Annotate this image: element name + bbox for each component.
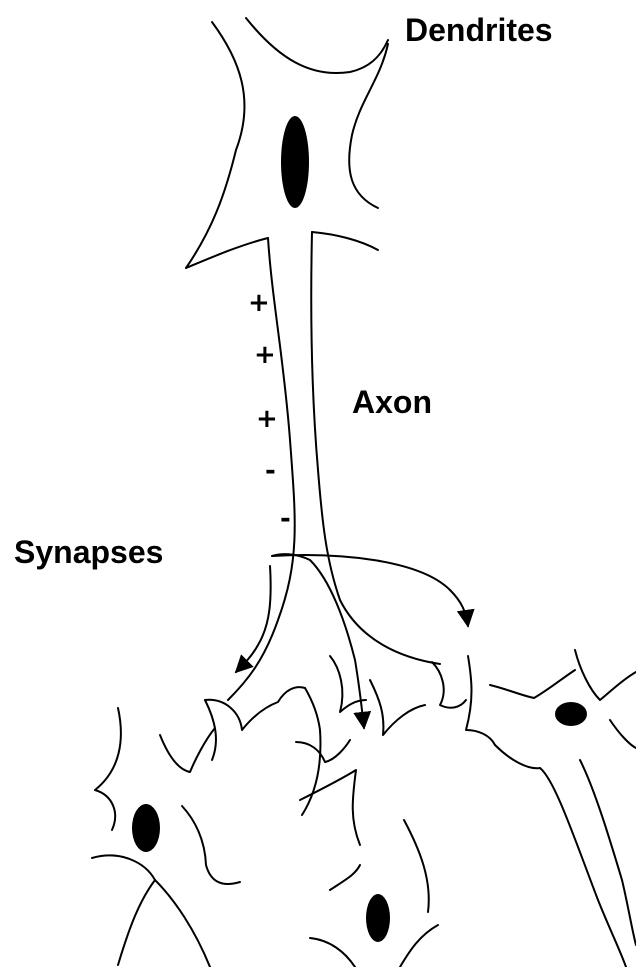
synapse-arrows [236, 554, 468, 728]
lower-left-neuron [92, 687, 320, 967]
lower-middle-nucleus [366, 894, 390, 942]
charge-sign: - [280, 506, 291, 532]
charge-sign: + [248, 290, 270, 316]
label-dendrites: Dendrites [405, 14, 553, 46]
label-synapses: Synapses [14, 536, 163, 568]
lower-middle-neuron [296, 656, 438, 967]
label-axon: Axon [352, 386, 432, 418]
main-nucleus [281, 116, 309, 208]
right-neuron [432, 650, 636, 967]
charge-sign: + [254, 342, 276, 368]
main-cell-body [186, 18, 388, 268]
charge-sign: - [265, 458, 276, 484]
lower-left-nucleus [132, 804, 160, 852]
right-nucleus [555, 702, 587, 726]
charge-sign: + [256, 406, 278, 432]
